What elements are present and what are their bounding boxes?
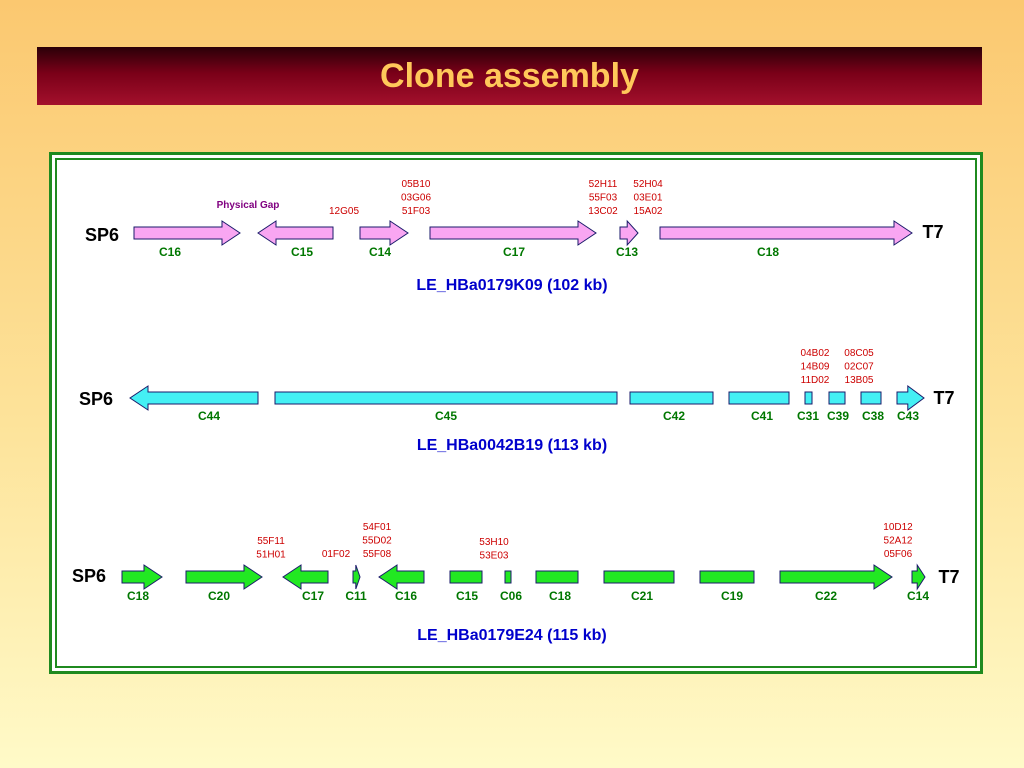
physical-gap-label: Physical Gap	[217, 200, 280, 211]
contig-bar	[804, 391, 813, 405]
clone-id-label: 54F01	[363, 522, 392, 533]
contig-arrow	[896, 385, 925, 411]
contig-arrow	[257, 220, 334, 246]
contig-arrow	[359, 220, 409, 246]
contig-label: C39	[827, 409, 849, 423]
contig-bar	[699, 570, 755, 584]
bac-name: LE_HBa0042B19 (113 kb)	[417, 437, 607, 454]
clone-id-label: 13B05	[845, 375, 874, 386]
clone-id-label: 11D02	[801, 375, 830, 386]
contig-arrow	[352, 564, 361, 590]
contig-label: C21	[631, 589, 653, 603]
sp6-end-label: SP6	[72, 566, 106, 586]
contig-arrow	[133, 220, 241, 246]
contig-arrow	[282, 564, 329, 590]
clone-id-label: 53H10	[479, 537, 509, 548]
contig-bar	[828, 391, 846, 405]
clone-id-label: 02C07	[844, 362, 874, 373]
contig-label: C43	[897, 409, 919, 423]
contig-label: C15	[291, 245, 313, 259]
clone-id-label: 53E03	[480, 551, 509, 562]
contig-label: C42	[663, 409, 685, 423]
contig-bar	[603, 570, 675, 584]
contig-label: C44	[198, 409, 220, 423]
contig-bar	[629, 391, 714, 405]
contig-label: C11	[345, 589, 367, 603]
contig-label: C13	[616, 245, 638, 259]
clone-id-label: 14B09	[801, 362, 830, 373]
contig-label: C17	[302, 589, 324, 603]
clone-id-label: 05B10	[402, 179, 431, 190]
contig-arrow	[911, 563, 926, 591]
contig-arrow	[378, 564, 425, 590]
contig-label: C18	[127, 589, 149, 603]
clone-id-label: 51F03	[402, 206, 431, 217]
clone-id-label: 13C02	[588, 206, 618, 217]
clone-id-label: 55D02	[362, 536, 392, 547]
clone-id-label: 03E01	[634, 193, 663, 204]
contig-label: C18	[549, 589, 571, 603]
clone-id-label: 01F02	[322, 549, 351, 560]
contig-arrow	[185, 564, 263, 590]
contig-arrow	[619, 219, 639, 247]
contig-arrow	[429, 220, 597, 246]
contig-label: C20	[208, 589, 230, 603]
t7-end-label: T7	[922, 222, 943, 242]
clone-id-label: 51H01	[256, 550, 286, 561]
contig-bar	[728, 391, 790, 405]
sp6-end-label: SP6	[79, 389, 113, 409]
clone-id-label: 03G06	[401, 193, 431, 204]
bac-name: LE_HBa0179E24 (115 kb)	[417, 627, 606, 644]
clone-id-label: 10D12	[883, 522, 913, 533]
contig-label: C14	[369, 245, 391, 259]
contig-label: C17	[503, 245, 525, 259]
contig-bar	[860, 391, 882, 405]
contig-label: C16	[395, 589, 417, 603]
contig-label: C18	[757, 245, 779, 259]
contig-label: C22	[815, 589, 837, 603]
contig-label: C19	[721, 589, 743, 603]
contig-label: C38	[862, 409, 884, 423]
contig-bar	[504, 570, 512, 584]
contig-arrow	[779, 564, 893, 590]
clone-id-label: 55F08	[363, 549, 392, 560]
slide-title: Clone assembly	[380, 56, 639, 95]
clone-id-label: 15A02	[634, 206, 663, 217]
contig-bar	[274, 391, 618, 405]
clone-id-label: 12G05	[329, 206, 359, 217]
clone-id-label: 52H11	[589, 179, 618, 190]
bac-name: LE_HBa0179K09 (102 kb)	[416, 277, 607, 294]
contig-label: C06	[500, 589, 522, 603]
clone-id-label: 08C05	[844, 348, 874, 359]
contig-label: C45	[435, 409, 457, 423]
t7-end-label: T7	[938, 567, 959, 587]
contig-arrow	[129, 385, 259, 411]
contig-arrow	[659, 220, 913, 246]
contig-bar	[449, 570, 483, 584]
clone-id-label: 04B02	[801, 348, 830, 359]
contig-label: C31	[797, 409, 819, 423]
clone-id-label: 05F06	[884, 549, 913, 560]
clone-id-label: 52H04	[633, 179, 663, 190]
contig-label: C41	[751, 409, 773, 423]
contig-label: C16	[159, 245, 181, 259]
contig-bar	[535, 570, 579, 584]
contig-label: C14	[907, 589, 929, 603]
clone-id-label: 55F11	[257, 536, 285, 547]
clone-id-label: 55F03	[589, 193, 618, 204]
contig-arrow	[121, 564, 163, 590]
contig-label: C15	[456, 589, 478, 603]
sp6-end-label: SP6	[85, 225, 119, 245]
t7-end-label: T7	[933, 388, 954, 408]
clone-id-label: 52A12	[884, 536, 913, 547]
title-bar: Clone assembly	[37, 47, 982, 105]
